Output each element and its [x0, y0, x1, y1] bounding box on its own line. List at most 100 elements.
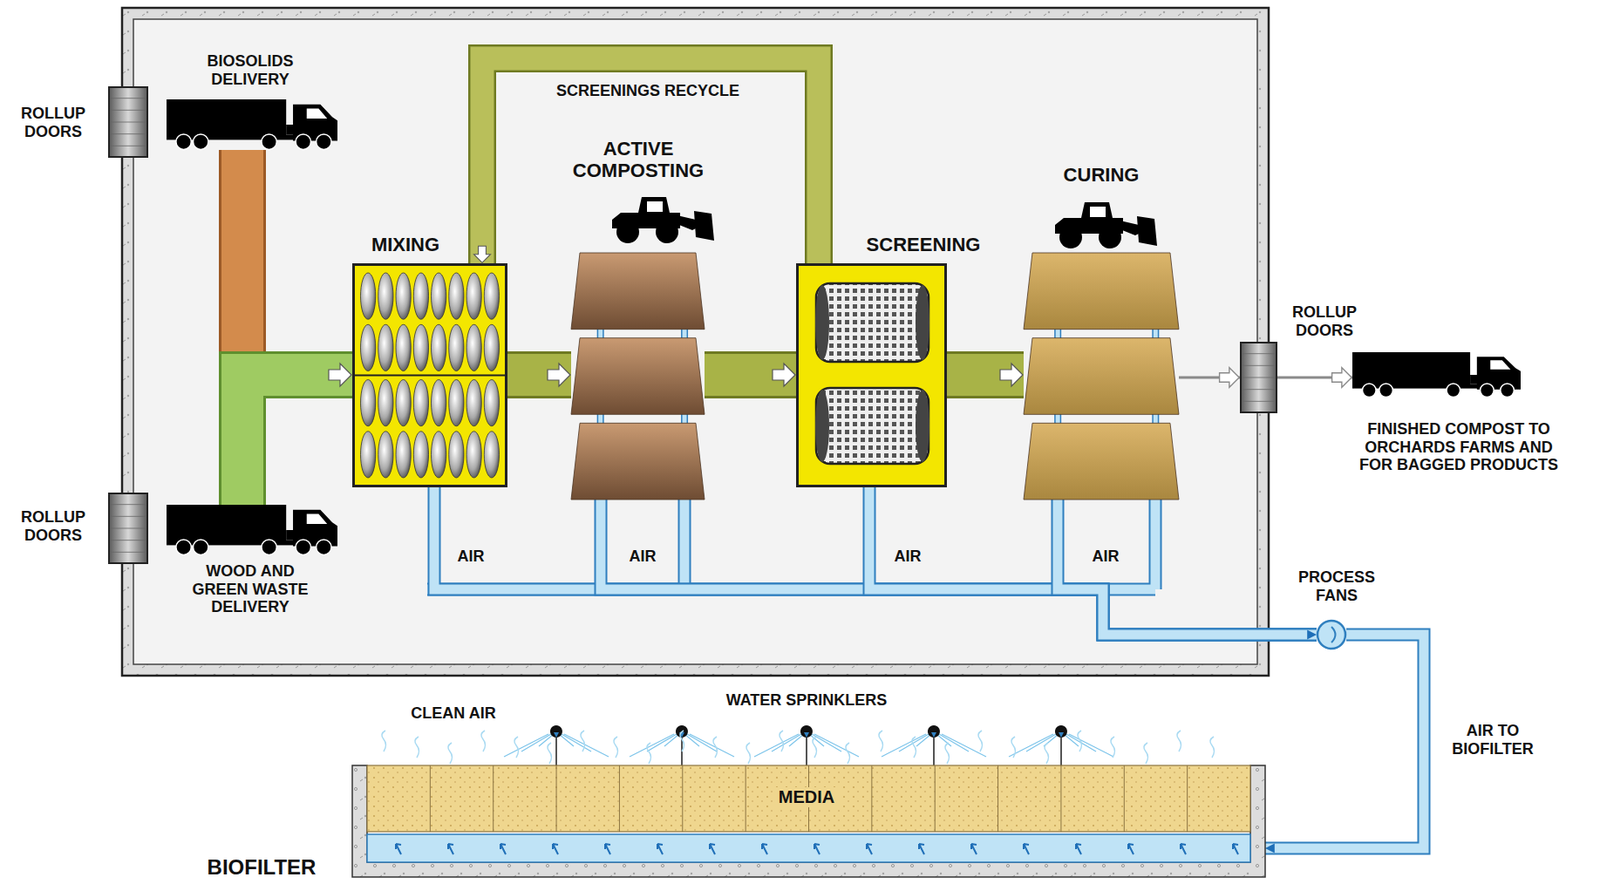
node-label: MEDIA: [773, 787, 840, 808]
building-wall: [122, 7, 1269, 676]
water-spray: [1026, 734, 1056, 752]
clean-air-wisp: [845, 742, 851, 764]
trommel-drum: [816, 283, 929, 362]
media-cell-line: [934, 765, 936, 832]
screen-shape: [796, 263, 947, 488]
truck-wheel: [1379, 383, 1394, 398]
water-spray: [564, 734, 609, 757]
node-label: CURING: [1014, 163, 1189, 186]
clean-air-wisp: [1044, 742, 1049, 764]
clean-air-wisp: [1110, 736, 1116, 758]
flow-connector: [704, 374, 797, 376]
connector-outline: [600, 499, 1317, 635]
door-slat: [1242, 353, 1275, 355]
plenum-arrow: [709, 844, 715, 855]
door-slat: [110, 503, 146, 505]
plenum-arrow: [971, 844, 977, 855]
truck-chassis: [166, 135, 338, 141]
door-slat: [110, 516, 146, 518]
water-spray: [1008, 734, 1054, 757]
loader-window: [646, 201, 663, 212]
clean-air-wisp: [945, 742, 950, 764]
auger-blade: [449, 324, 464, 371]
truck-wheel: [176, 134, 191, 150]
node-label: MIXING: [344, 233, 467, 256]
filter-media: [367, 765, 1251, 832]
media-cell-line: [619, 765, 620, 832]
connector-outline: [1265, 634, 1424, 849]
sprinkler-nozzle: [1058, 732, 1064, 738]
plenum-arrow: [448, 844, 454, 855]
flow-connector: [507, 374, 572, 376]
connector-label: AIR: [616, 547, 669, 566]
truck-shape: [166, 504, 338, 556]
plenum-arrow: [762, 844, 768, 855]
truck-trailer: [1352, 352, 1471, 385]
mixing-unit: MIXING: [352, 263, 508, 488]
sprinkler-head: [800, 725, 813, 738]
sprinkler-nozzle: [803, 732, 810, 738]
plenum-arrow: [866, 844, 872, 855]
truck-window: [1490, 360, 1511, 369]
connector-fill: [507, 354, 572, 396]
node-label: ROLLUP DOORS: [9, 104, 97, 141]
mixer-shape: [352, 263, 508, 488]
water-spray: [629, 734, 675, 757]
connector-fill: [869, 487, 1317, 635]
truck-wheel: [193, 539, 209, 555]
auger-blade: [466, 272, 482, 320]
water-spray: [503, 734, 549, 757]
clean-air-wisp: [1177, 730, 1182, 752]
connector-label: AIR: [444, 547, 498, 566]
auger-blade: [466, 431, 482, 478]
clean-air-wisp: [547, 742, 552, 764]
clean-air-wisp: [978, 730, 983, 752]
auger-blade: [466, 324, 482, 371]
loader-wheel: [1059, 225, 1083, 249]
compost-pile: [1023, 422, 1179, 500]
static-ducts: [427, 499, 1156, 590]
compost-pile: [571, 338, 705, 416]
water-spray: [1068, 734, 1114, 757]
air-plenum: [367, 834, 1251, 863]
flow-connector: [242, 149, 353, 375]
water-spray: [916, 734, 932, 747]
clean-air-wisp: [646, 742, 652, 764]
connector-fill: [600, 499, 1317, 635]
connector-outline: [869, 487, 1317, 635]
flow-connector: [1277, 377, 1353, 379]
plenum-arrow: [657, 844, 663, 855]
truck-window: [306, 513, 328, 525]
media-cell-line: [1123, 765, 1125, 832]
plenum-arrow: [919, 844, 925, 855]
media-cell-line: [745, 765, 747, 832]
clean-air-wisp: [514, 736, 519, 758]
auger-blade: [483, 380, 499, 427]
piles-shape: [571, 252, 705, 500]
connector-outline: [1277, 376, 1353, 380]
truck-wheel: [316, 539, 332, 555]
water-spray: [521, 734, 552, 752]
loader-window: [1089, 206, 1106, 218]
truck-wheel: [1362, 383, 1377, 398]
loader-bucket: [694, 211, 715, 241]
trommel-end: [815, 389, 830, 463]
auger-blade: [413, 324, 429, 371]
clean-air-wisp: [580, 730, 586, 752]
truck-wheel: [1500, 383, 1515, 398]
process-fan: PROCESS FANS: [1316, 619, 1347, 650]
trommel-end: [915, 389, 930, 463]
water-spray: [939, 734, 969, 752]
connector-outline: [242, 374, 353, 505]
flow-connector: [434, 487, 1317, 635]
clean-air-wisp: [415, 736, 420, 758]
plenum-arrow: [395, 844, 402, 855]
door-panel: [108, 493, 148, 564]
auger-blade: [360, 324, 376, 371]
truck-shape: [166, 99, 338, 150]
truck-wheel: [295, 539, 311, 555]
truck-wheel: [261, 539, 277, 555]
media-cell-line: [1186, 765, 1188, 832]
water-spray: [538, 734, 554, 747]
